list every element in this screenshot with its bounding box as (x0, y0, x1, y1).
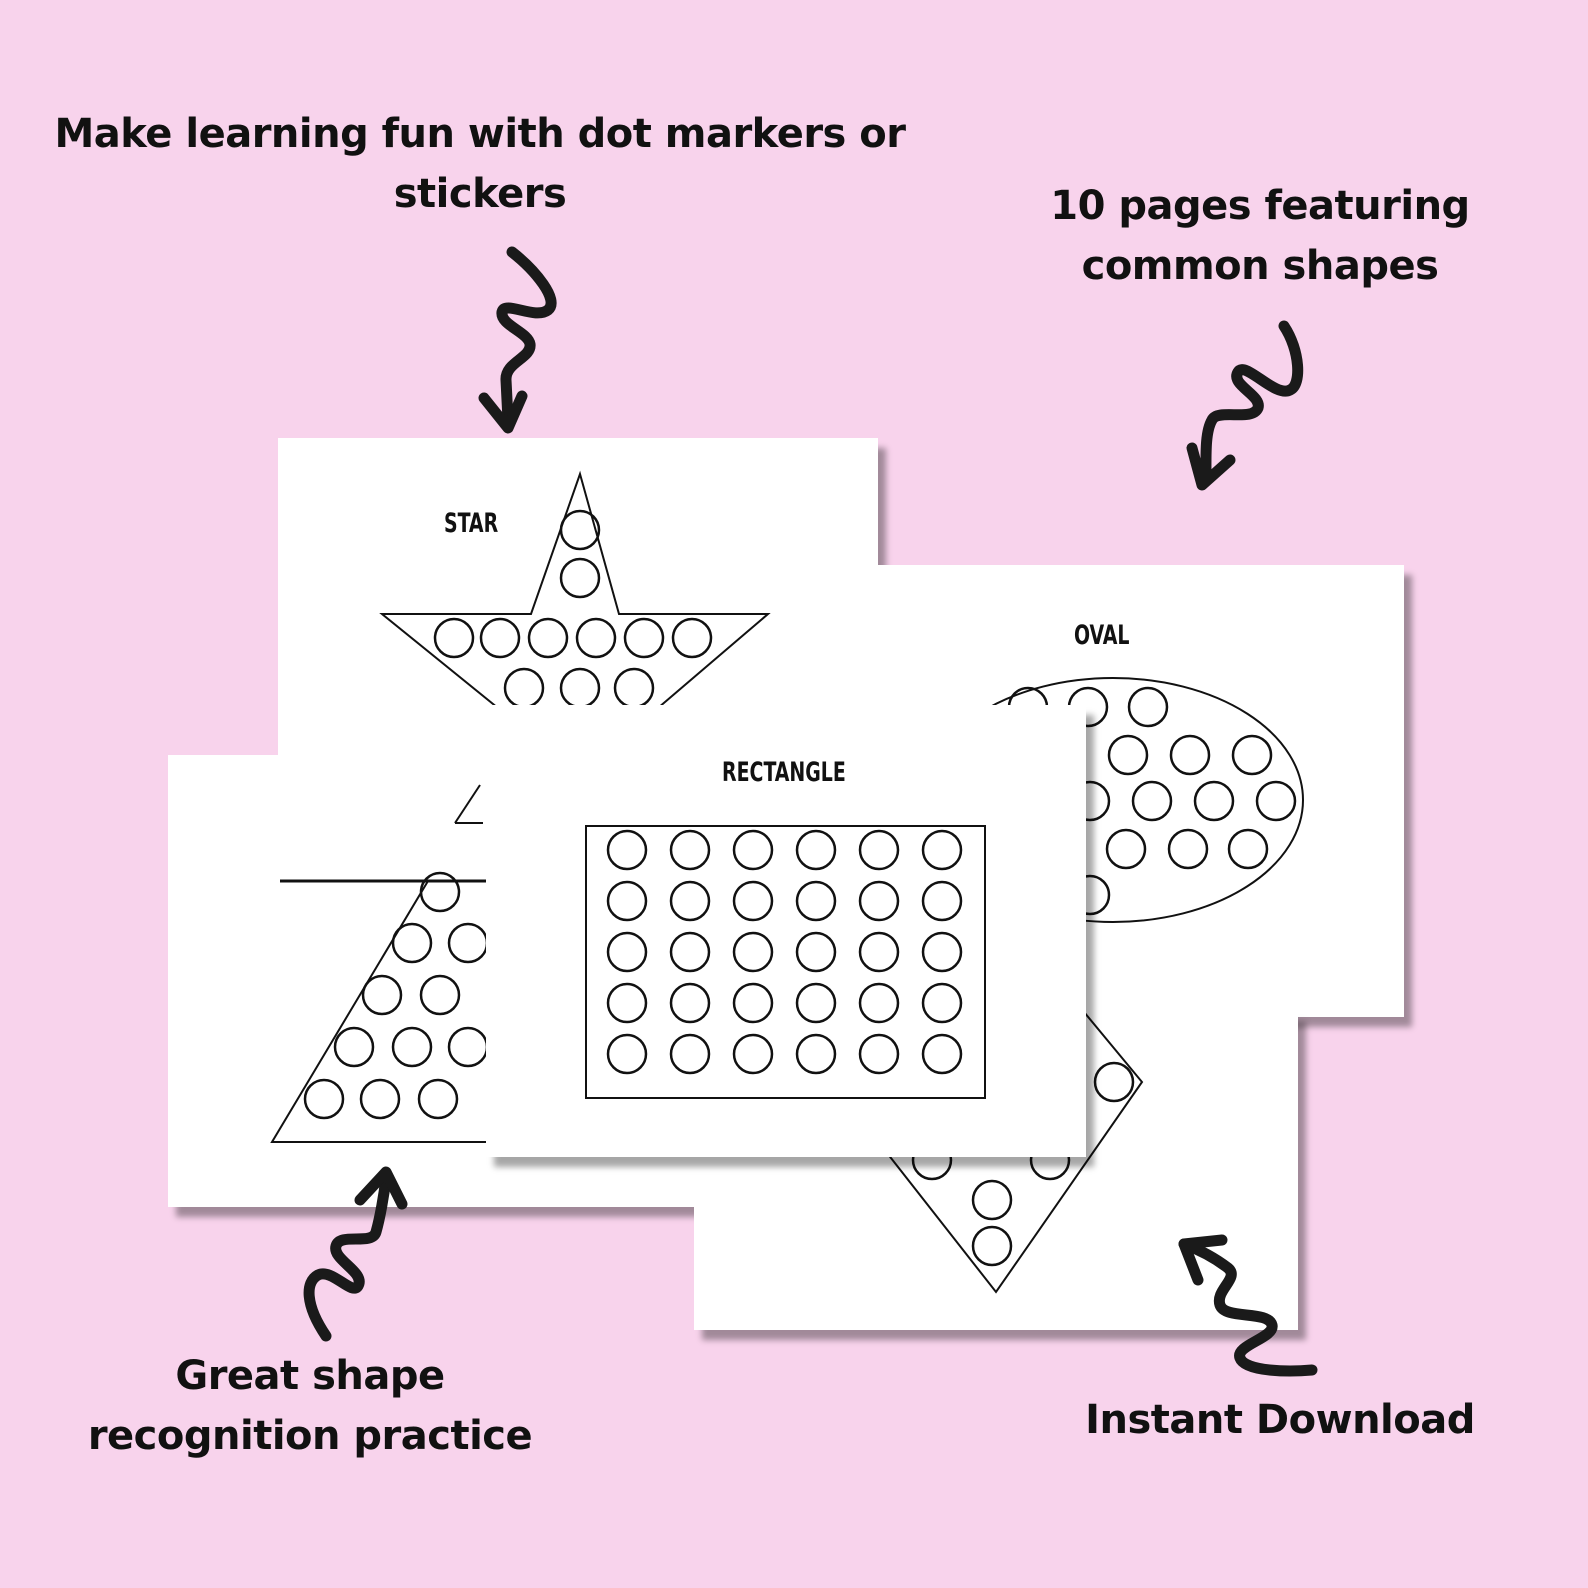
star-worksheet-card: STAR (278, 438, 878, 758)
dot-circle (447, 922, 489, 964)
dot-circle (1131, 780, 1173, 822)
dot-circle (732, 880, 774, 922)
dot-circle (1107, 734, 1149, 776)
dot-circle (391, 922, 433, 964)
dot-circle (433, 617, 475, 659)
dot-circle (559, 667, 601, 709)
dot-circle (971, 1225, 1013, 1267)
dot-circle (417, 1078, 459, 1120)
dot-circle (669, 880, 711, 922)
dot-circle (858, 880, 900, 922)
dot-circle (732, 829, 774, 871)
dot-circle (795, 982, 837, 1024)
dot-circle (606, 982, 648, 1024)
dot-circle (391, 1026, 433, 1068)
dot-circle (921, 931, 963, 973)
dot-circle (606, 829, 648, 871)
oval-card-title: OVAL (1074, 620, 1130, 651)
caption-instant-download: Instant Download (1085, 1397, 1475, 1443)
caption-ten-pages: 10 pages featuring common shapes (1050, 183, 1470, 289)
dot-circle (359, 1078, 401, 1120)
dot-circle (606, 1033, 648, 1075)
dot-circle (669, 829, 711, 871)
dot-circle (575, 617, 617, 659)
caption-dot-markers: Make learning fun with dot markers or st… (54, 111, 906, 217)
dot-circle (858, 1033, 900, 1075)
dot-circle (671, 617, 713, 659)
caption-shape-recognition: Great shape recognition practice (87, 1353, 533, 1459)
dot-circle (858, 829, 900, 871)
dot-circle (419, 871, 461, 913)
dot-circle (613, 667, 655, 709)
dot-circle (795, 931, 837, 973)
dot-circle (1093, 1061, 1135, 1103)
rectangle-card-title: RECTANGLE (722, 757, 846, 788)
dot-circle (527, 617, 569, 659)
dot-circle (559, 557, 601, 599)
dot-circle (1227, 828, 1269, 870)
dot-circle (921, 829, 963, 871)
dot-circle (447, 1026, 489, 1068)
rectangle-shape-illustration (585, 825, 986, 1099)
dot-circle (732, 931, 774, 973)
dot-circle (732, 982, 774, 1024)
dot-circle (1231, 734, 1273, 776)
dot-circle (1167, 828, 1209, 870)
dot-circle (606, 931, 648, 973)
dot-circle (559, 509, 601, 551)
dot-circle (669, 931, 711, 973)
dot-circle (419, 974, 461, 1016)
dot-circle (795, 880, 837, 922)
dot-circle (1105, 828, 1147, 870)
dot-circle (921, 1033, 963, 1075)
dot-circle (623, 617, 665, 659)
dot-circle (732, 1033, 774, 1075)
dot-circle (921, 982, 963, 1024)
squiggle-arrow-icon (1186, 320, 1304, 491)
star-shape-illustration (379, 470, 771, 709)
dot-circle (795, 1033, 837, 1075)
dot-circle (606, 880, 648, 922)
dot-circle (1193, 780, 1235, 822)
dot-circle (858, 982, 900, 1024)
dot-circle (921, 880, 963, 922)
dot-circle (503, 667, 545, 709)
star-card-title: STAR (444, 508, 499, 539)
dot-circle (971, 1179, 1013, 1221)
dot-circle (795, 829, 837, 871)
dot-circle (1255, 780, 1297, 822)
dot-circle (333, 1026, 375, 1068)
dot-circle (1169, 734, 1211, 776)
dot-circle (1127, 686, 1169, 728)
dot-circle (858, 931, 900, 973)
rectangle-worksheet-card: RECTANGLE (486, 705, 1086, 1157)
squiggle-arrow-icon (478, 246, 557, 434)
dot-circle (361, 974, 403, 1016)
dot-circle (479, 617, 521, 659)
dot-circle (669, 982, 711, 1024)
dot-circle (303, 1078, 345, 1120)
dot-circle (669, 1033, 711, 1075)
